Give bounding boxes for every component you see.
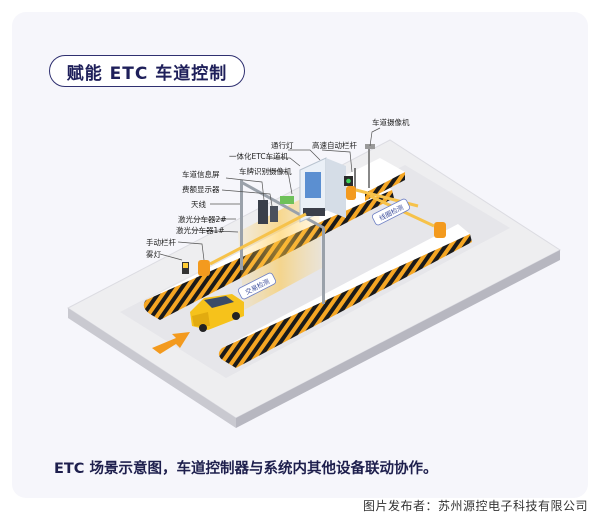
label-info-screen: 车道信息屏	[182, 169, 220, 179]
label-plate-camera: 车牌识别摄像机	[239, 166, 292, 176]
island-right	[218, 224, 472, 368]
label-etc-lane-unit: 一体化ETC车道机	[229, 151, 289, 161]
label-laser-separator-1: 激光分车器1#	[176, 225, 225, 235]
label-fee-display: 费额显示器	[182, 184, 220, 194]
direction-arrow-icon	[152, 332, 190, 354]
leader-lines	[159, 127, 381, 261]
info-screen-device	[280, 196, 294, 204]
label-antenna: 天线	[191, 199, 206, 209]
image-credit: 图片发布者：苏州源控电子科技有限公司	[362, 499, 588, 513]
label-traffic-light: 通行灯	[271, 140, 294, 150]
label-auto-barrier: 高速自动栏杆	[312, 140, 357, 150]
car-icon	[190, 294, 244, 332]
etc-unit-device	[258, 200, 268, 224]
lane-camera-device	[365, 144, 375, 149]
label-manual-barrier: 手动栏杆	[146, 237, 176, 247]
fee-display-device	[270, 206, 278, 222]
barrier-arm-front	[198, 212, 307, 276]
toll-booth	[299, 157, 346, 223]
antenna-gantry	[240, 180, 325, 304]
label-lane-camera: 车道摄像机	[372, 117, 410, 127]
section-title: 赋能 ETC 车道控制	[49, 55, 245, 87]
caption: ETC 场景示意图，车道控制器与系统内其他设备联动协作。	[54, 461, 438, 477]
label-laser-separator-2: 激光分车器2#	[178, 214, 227, 224]
label-fog-light: 雾灯	[146, 249, 161, 259]
